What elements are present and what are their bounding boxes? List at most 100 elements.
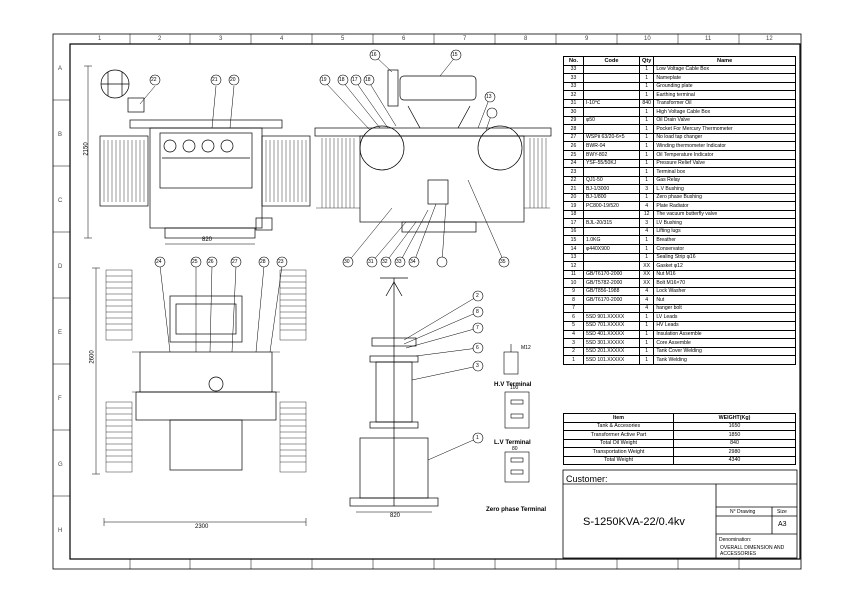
bom-cell-name: HV Leads	[653, 320, 796, 331]
bom-cell-code: QJ1-50	[583, 175, 640, 186]
bom-cell-name: Low Voltage Cable Box	[653, 64, 796, 75]
title-block-frame	[562, 469, 798, 559]
bom-cell-qty: 840	[638, 98, 655, 109]
bom-cell-code	[583, 90, 640, 100]
bom-cell-name: hanger bolt	[653, 303, 796, 314]
bom-cell-qty: 1	[638, 235, 655, 246]
bom-cell-no: 1	[563, 355, 584, 365]
bom-cell-name: Gas Relay	[653, 175, 796, 186]
bom-cell-code: GB/T6170-2000	[583, 269, 640, 280]
callout-18b: 18	[365, 77, 371, 83]
bom-col-qty: Qty	[638, 56, 655, 66]
model-designation: S-1250KVA-22/0.4kv	[583, 516, 685, 528]
dim-top-depth: 2600	[89, 350, 96, 364]
bom-cell-no: 12	[563, 261, 584, 271]
bom-cell-qty: 1	[638, 167, 655, 177]
callout-31: 31	[368, 259, 374, 265]
top-dimension-lines	[92, 265, 307, 526]
terminal-details	[503, 344, 530, 483]
bom-col-no: No.	[563, 56, 584, 66]
bom-cell-no: 10	[563, 278, 584, 288]
zone-A: A	[58, 66, 63, 72]
zone-E: E	[58, 330, 63, 336]
zone-5: 5	[341, 36, 345, 42]
lv-terminal-label: L.V Terminal	[494, 439, 531, 446]
bom-cell-no: 18	[563, 209, 584, 220]
callout-27: 27	[232, 259, 238, 265]
front-view	[99, 69, 311, 239]
bom-cell-code: BJ-1/3000	[583, 184, 640, 194]
bom-cell-code: φ50	[583, 115, 640, 126]
bom-cell-qty: 1	[638, 132, 655, 143]
bom-cell-qty: 1	[638, 329, 655, 340]
bom-cell-qty: 1	[638, 312, 655, 322]
bom-cell-name: No load tap changer	[653, 132, 796, 143]
denomination-value: OVERALL DIMENSION AND ACCESSORIES	[720, 545, 785, 557]
top-view	[135, 295, 277, 471]
bom-cell-qty: 1	[638, 244, 655, 254]
bom-cell-name: Lifting lugs	[653, 226, 796, 237]
callout-18a: 18	[339, 77, 345, 83]
bom-cell-qty: 4	[638, 303, 655, 314]
bom-cell-code: 5SD 101.XXXXX	[583, 355, 640, 365]
bom-cell-no: 4	[563, 329, 584, 340]
front-radiator-fins	[103, 140, 307, 202]
bom-cell-name: Grounding plate	[653, 81, 796, 92]
callout-7: 7	[476, 325, 479, 331]
bom-col-code: Code	[583, 56, 640, 66]
callout-32: 32	[382, 259, 388, 265]
bom-cell-code: WSPⅡ 63/20-6×5	[583, 132, 640, 143]
bom-cell-code	[583, 261, 640, 271]
zone-4: 4	[280, 36, 284, 42]
bom-cell-code	[583, 73, 640, 83]
bom-cell-code	[583, 124, 640, 134]
callout-35: 35	[500, 259, 506, 265]
zone-B: B	[58, 132, 63, 138]
bom-cell-name: Core Assemble	[653, 338, 796, 348]
callout-28: 28	[260, 259, 266, 265]
callout-13: 13	[486, 94, 492, 100]
bom-cell-qty: XX	[638, 278, 655, 288]
weight-col-item: Item	[563, 413, 674, 423]
bom-cell-no: 22	[563, 175, 584, 186]
weight-cell-weight: 1850	[673, 430, 796, 440]
weight-cell-weight: 1650	[673, 421, 796, 431]
zone-12: 12	[766, 36, 773, 42]
bom-cell-code	[583, 252, 640, 263]
weight-cell-item: Total Oil Weight	[563, 438, 674, 448]
bom-cell-qty: 1	[638, 73, 655, 83]
inner-frame	[69, 43, 801, 560]
zone-3: 3	[219, 36, 223, 42]
side-leaders	[324, 55, 505, 263]
bom-cell-name: Winding thermometer Indicator	[653, 141, 796, 151]
bom-cell-qty: 1	[638, 90, 655, 100]
bom-cell-qty: 1	[638, 141, 655, 151]
bom-cell-name: Conservator	[653, 244, 796, 254]
bom-col-name: Name	[653, 56, 796, 66]
bom-cell-no: 20	[563, 192, 584, 203]
weight-cell-item: Transportation Weight	[563, 447, 674, 457]
bom-cell-code: GB/T6170-2000	[583, 295, 640, 305]
bom-cell-code: φ440X900	[583, 244, 640, 254]
weight-cell-item: Transformer Active Part	[563, 430, 674, 440]
bom-cell-qty: 1	[638, 355, 655, 365]
bom-cell-qty: 1	[638, 81, 655, 92]
bom-cell-name: Breather	[653, 235, 796, 246]
zone-F: F	[58, 396, 62, 402]
zone-D: D	[58, 264, 63, 270]
bom-cell-name: Zero phase Bushing	[653, 192, 796, 203]
